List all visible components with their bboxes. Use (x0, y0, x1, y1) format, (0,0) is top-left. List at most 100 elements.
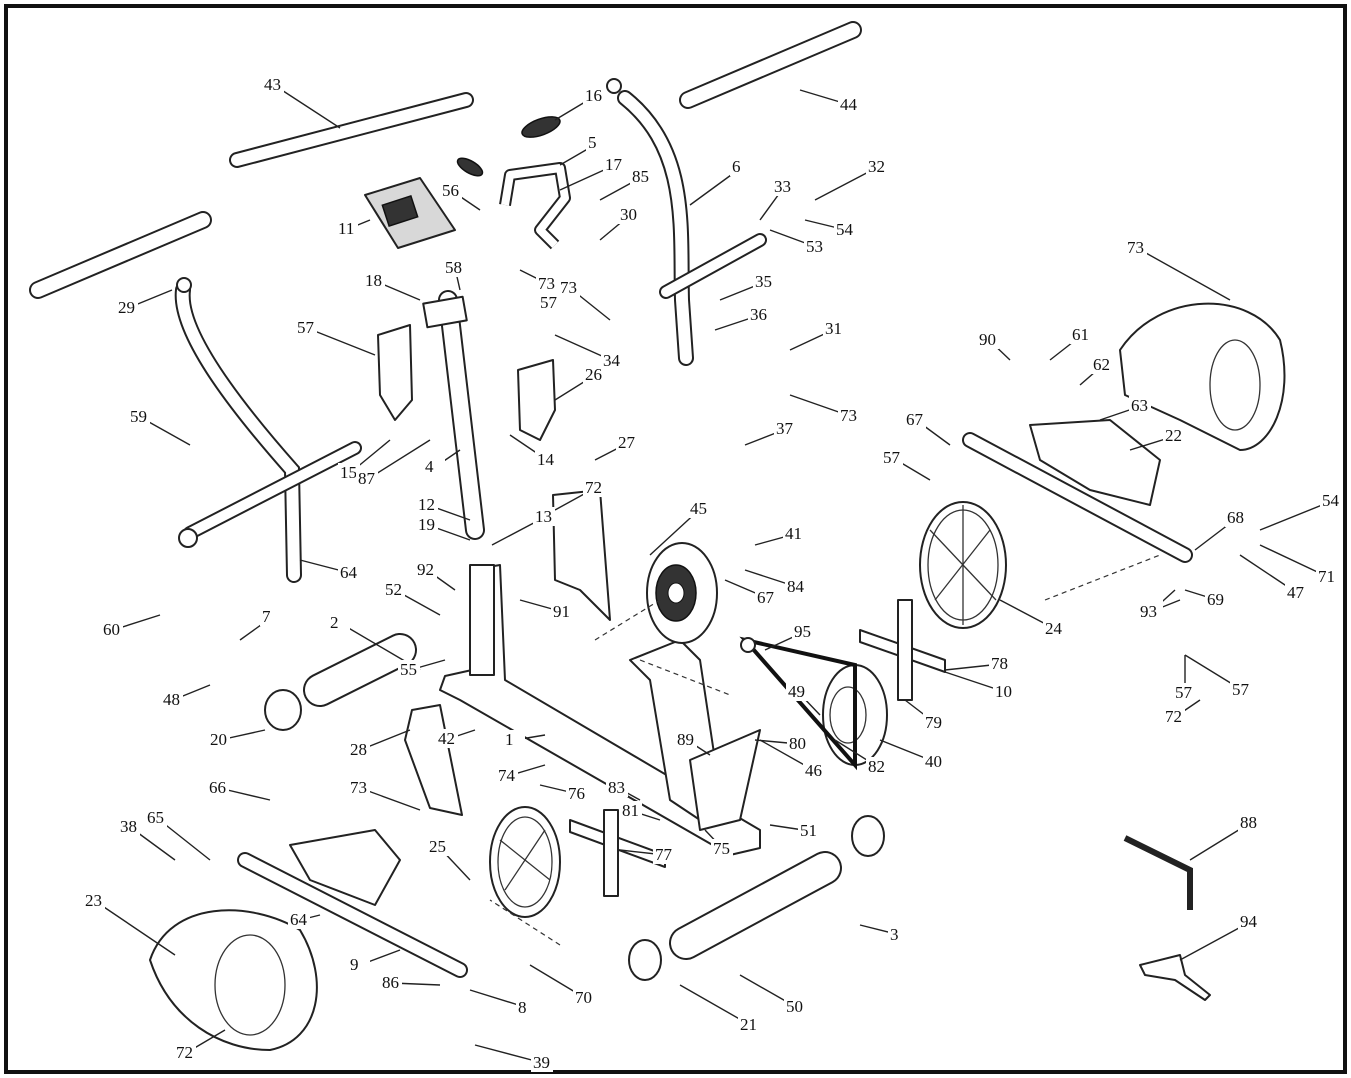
callout-background (558, 278, 580, 297)
part-number-label: 18 (365, 271, 382, 290)
part-number-label: 87 (358, 469, 376, 488)
part-number-label: 2 (330, 613, 339, 632)
part-number-label: 44 (840, 95, 858, 114)
callout-background (989, 654, 1011, 673)
part-number-label: 23 (85, 891, 102, 910)
callout-background (688, 499, 710, 518)
callout-background (803, 761, 825, 780)
callout-background (904, 410, 926, 429)
part-number-label: 57 (297, 318, 315, 337)
callout-background (1205, 590, 1227, 609)
callout-background (1091, 355, 1113, 374)
callout-background (503, 730, 525, 749)
part-number-label: 36 (750, 305, 767, 324)
part-number-label: 88 (1240, 813, 1257, 832)
callout-background (783, 524, 805, 543)
callout-background (398, 660, 420, 679)
callout-background (118, 817, 140, 836)
callout-background (583, 365, 605, 384)
callout-background (573, 988, 595, 1007)
callout-background (838, 95, 860, 114)
part-number-label: 8 (518, 998, 527, 1017)
callout-background (784, 997, 806, 1016)
callout-background (1238, 912, 1260, 931)
part-number-label: 6 (732, 157, 741, 176)
part-number-label: 78 (991, 654, 1008, 673)
callout-background (443, 258, 465, 277)
callout-background (583, 86, 605, 105)
part-number-label: 64 (290, 910, 308, 929)
part-number-label: 73 (1127, 238, 1144, 257)
callout-background (260, 607, 282, 626)
part-number-label: 67 (906, 410, 924, 429)
callout-background (583, 478, 605, 497)
callout-background (128, 407, 150, 426)
part-number-label: 54 (836, 220, 854, 239)
part-number-label: 46 (805, 761, 822, 780)
callout-background (83, 891, 105, 910)
part-number-label: 55 (400, 660, 417, 679)
part-number-label: 31 (825, 319, 842, 338)
callout-background (866, 757, 888, 776)
callout-background (620, 801, 642, 820)
part-number-label: 20 (210, 730, 227, 749)
part-number-label: 42 (438, 729, 455, 748)
callout-background (1173, 683, 1195, 702)
part-number-label: 68 (1227, 508, 1244, 527)
part-number-label: 73 (840, 406, 857, 425)
part-number-label: 52 (385, 580, 402, 599)
callout-background (753, 272, 775, 291)
callout-background (774, 419, 796, 438)
part-number-label: 29 (118, 298, 135, 317)
callout-background (161, 690, 183, 709)
callout-background (1043, 619, 1065, 638)
part-number-label: 89 (677, 730, 694, 749)
callout-background (328, 613, 350, 632)
part-number-label: 10 (995, 682, 1012, 701)
callout-background (1163, 426, 1185, 445)
callout-background (606, 778, 628, 797)
callout-background (711, 839, 733, 858)
callout-background (566, 784, 588, 803)
part-number-label: 37 (776, 419, 794, 438)
part-number-label: 73 (538, 274, 555, 293)
part-number-label: 17 (605, 155, 623, 174)
callout-background (823, 319, 845, 338)
callout-background (866, 157, 888, 176)
callout-background (101, 620, 123, 639)
callout-background (208, 730, 230, 749)
part-number-label: 76 (568, 784, 585, 803)
callout-labels: 1234567891011121314151617181920212223242… (83, 75, 1342, 1072)
callout-background (888, 925, 910, 944)
leader-line-23 (94, 900, 176, 956)
callout-background (207, 778, 229, 797)
part-number-label: 38 (120, 817, 137, 836)
part-number-label: 72 (585, 478, 602, 497)
callout-background (730, 157, 752, 176)
part-number-label: 25 (429, 837, 446, 856)
part-number-label: 48 (163, 690, 180, 709)
callout-background (1320, 491, 1342, 510)
part-number-label: 26 (585, 365, 602, 384)
part-number-label: 81 (622, 801, 639, 820)
callout-background (496, 766, 518, 785)
callout-background (348, 778, 370, 797)
callout-background (551, 602, 573, 621)
part-number-label: 4 (425, 457, 434, 476)
part-number-label: 67 (757, 588, 775, 607)
callout-background (603, 155, 625, 174)
part-number-label: 91 (553, 602, 570, 621)
callout-background (436, 729, 458, 748)
callout-background (1230, 680, 1252, 699)
callout-background (993, 682, 1015, 701)
part-number-label: 22 (1165, 426, 1182, 445)
part-number-label: 73 (350, 778, 367, 797)
callout-background (536, 274, 558, 293)
part-number-label: 57 (1232, 680, 1250, 699)
part-number-label: 40 (925, 752, 942, 771)
part-number-label: 51 (800, 821, 817, 840)
callout-background (923, 713, 945, 732)
part-number-label: 49 (788, 682, 805, 701)
callout-background (755, 588, 777, 607)
callout-background (348, 740, 370, 759)
